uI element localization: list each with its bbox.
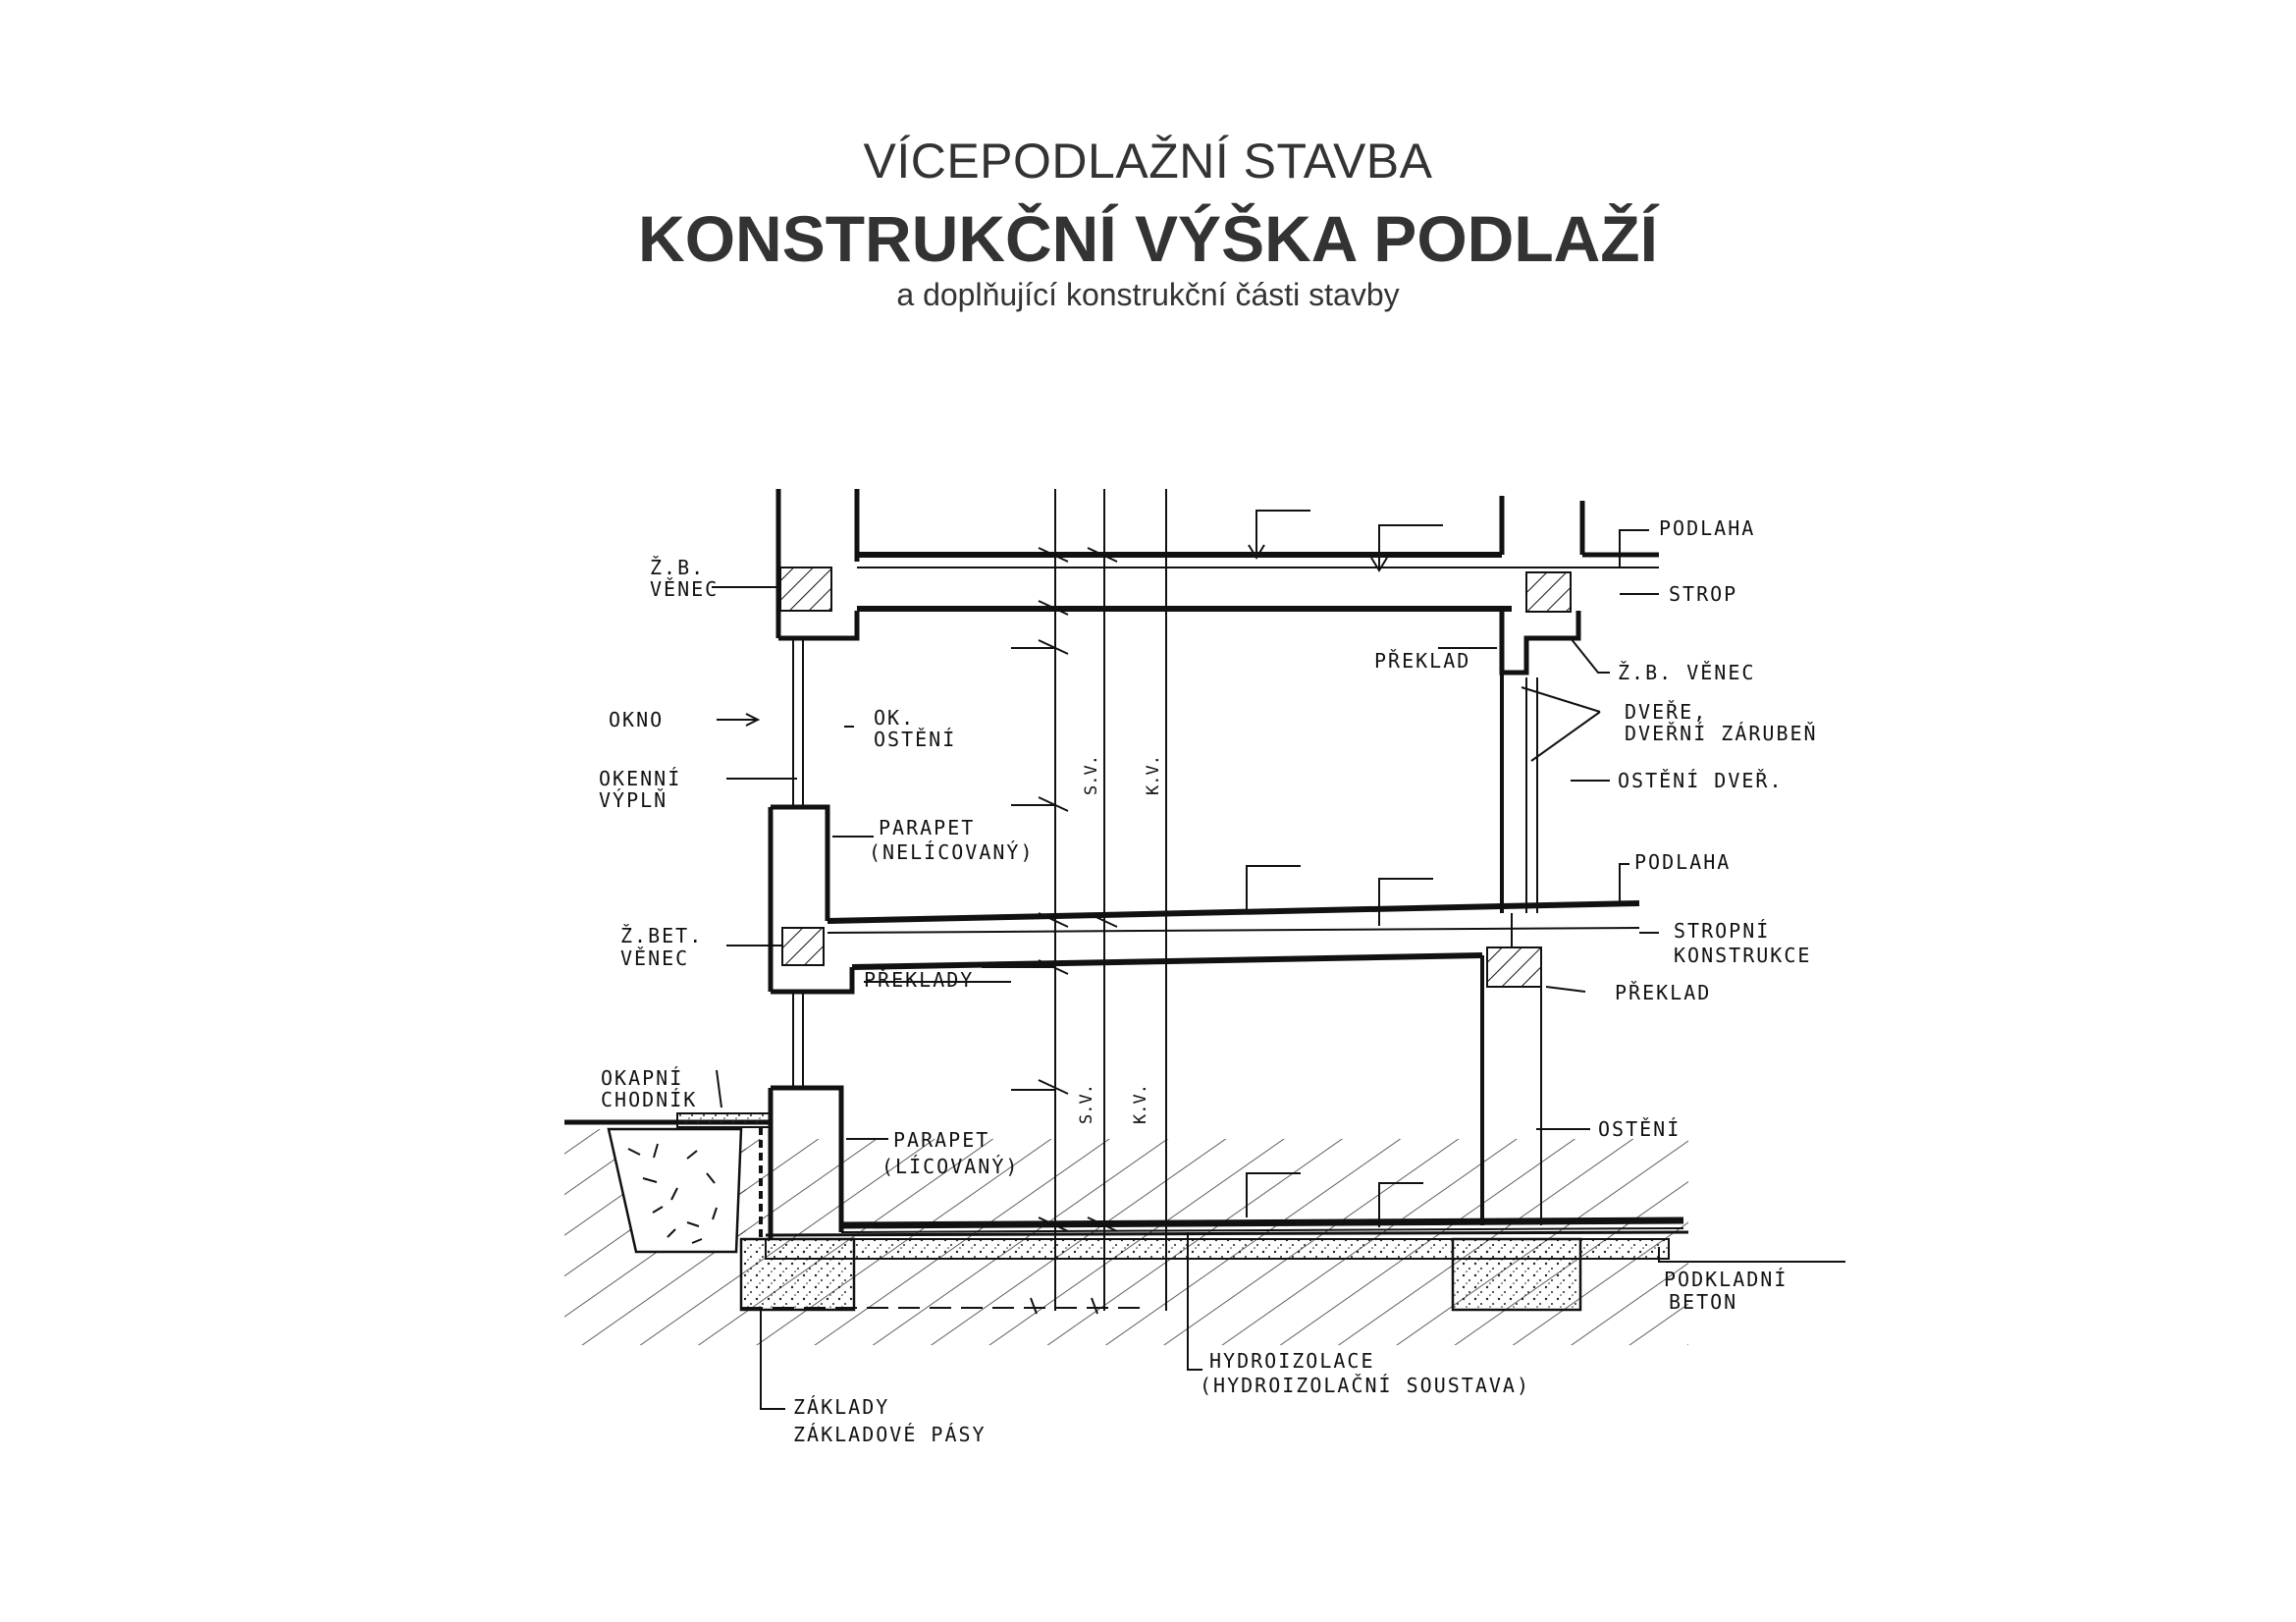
ground-floor-line (840, 1216, 1684, 1229)
label-parapet-upper-1: PARAPET (879, 816, 975, 839)
level-marker-5 (1246, 1172, 1301, 1217)
label-parapet-lower-2: (LÍCOVANÝ) (881, 1155, 1019, 1178)
label-okapni-2: CHODNÍK (601, 1088, 697, 1111)
title-line-1: VÍCEPODLAŽNÍ STAVBA (863, 134, 1433, 189)
title-line-3: a doplňující konstrukční části stavby (896, 277, 1400, 312)
label-podkladni-1: PODKLADNÍ (1664, 1268, 1788, 1291)
label-zbet-venec-1: Ž.BET. (620, 924, 703, 947)
label-ok-osteni-2: OSTĚNÍ (874, 728, 956, 751)
left-wall (759, 489, 860, 1239)
label-zaklady-1: ZÁKLADY (793, 1395, 889, 1419)
label-okapni-1: OKAPNÍ (601, 1066, 683, 1090)
gravel-marks (627, 1143, 718, 1244)
label-parapet-lower-1: PARAPET (893, 1128, 989, 1152)
level-marker-2-arrow (1370, 557, 1388, 572)
label-podlaha-top: PODLAHA (1659, 516, 1755, 540)
parapet-lower (771, 1085, 844, 1232)
label-preklad-lower: PŘEKLAD (1615, 981, 1711, 1004)
ground-floor (840, 1216, 1684, 1233)
label-osteni: OSTĚNÍ (1598, 1117, 1681, 1141)
leader-okno-arrow (745, 713, 761, 727)
leader-podkladni (1658, 1247, 1845, 1263)
leader-zaklady (760, 1311, 785, 1410)
label-hydro-2: (HYDROIZOLAČNÍ SOUSTAVA) (1200, 1374, 1530, 1397)
label-hydro-1: HYDROIZOLACE (1209, 1349, 1375, 1373)
level-marker-1-arrow (1248, 544, 1265, 560)
parapet-upper (771, 804, 830, 921)
label-kv-upper: K.V. (1144, 755, 1163, 795)
level-markers (1246, 510, 1443, 1227)
dimension-ticks (982, 647, 1055, 1091)
level-marker-4 (1378, 878, 1433, 926)
level-marker-3 (1246, 865, 1301, 913)
label-zb-venec-right: Ž.B. VĚNEC (1618, 661, 1755, 684)
preklad-right-upper (1499, 609, 1581, 676)
foundations (739, 1230, 1689, 1315)
label-zb-venec-left-2: VĚNEC (650, 577, 719, 601)
label-preklad-upper: PŘEKLAD (1374, 649, 1470, 673)
label-osteni-dver: OSTĚNÍ DVEŘ. (1618, 769, 1784, 792)
hydro-line (765, 1230, 1689, 1237)
annotations: PODLAHA STROP Ž.B. VĚNEC PŘEKLAD Ž.B. VĚ… (599, 516, 1818, 1446)
okapni-chodnik-slab (676, 1112, 772, 1128)
label-podlaha-mid: PODLAHA (1634, 850, 1731, 874)
leader-hydro (1187, 1232, 1202, 1371)
label-strop: STROP (1669, 582, 1737, 606)
height-lines (982, 489, 1167, 1311)
ground-floor-line-2 (840, 1227, 1684, 1233)
label-kv-lower: K.V. (1131, 1084, 1150, 1124)
upper-window-frame (778, 611, 860, 641)
level-marker-6 (1378, 1182, 1423, 1227)
lower-window-head (771, 967, 855, 995)
level-marker-1 (1255, 510, 1310, 555)
label-dvere-2: DVEŘNÍ ZÁRUBEŇ (1625, 722, 1818, 745)
leader-okapni (716, 1069, 722, 1108)
upper-slab (857, 496, 1659, 913)
leader-preklad-lower (1545, 986, 1586, 993)
podkladni-beton-layer (765, 1238, 1670, 1260)
leader-zb-venec-right (1570, 637, 1610, 674)
leader-dvere (1521, 686, 1601, 762)
label-preklady: PŘEKLADY (864, 968, 974, 992)
gravel-trench (607, 1127, 743, 1254)
label-okenni-vypln-2: VÝPLŇ (599, 788, 667, 812)
level-marker-2 (1378, 524, 1443, 568)
label-parapet-upper-2: (NELÍCOVANÝ) (869, 840, 1035, 864)
foundation-cross-marks (1030, 1297, 1098, 1315)
label-okno: OKNO (609, 708, 664, 731)
title-line-2: KONSTRUKČNÍ VÝŠKA PODLAŽÍ (638, 202, 1658, 275)
label-zb-venec-left-1: Ž.B. (650, 556, 705, 579)
leader-lines (712, 529, 1845, 1410)
label-sv-lower: S.V. (1077, 1084, 1096, 1124)
zb-venec-right-hatch (1525, 571, 1572, 613)
leader-podlaha-mid (1619, 863, 1629, 903)
zb-venec-left-hatch (779, 567, 832, 612)
mid-floor-line-2 (827, 927, 1640, 934)
label-dvere-1: DVEŘE, (1625, 700, 1707, 724)
label-okenni-vypln-1: OKENNÍ (599, 767, 681, 790)
label-stropni-1: STROPNÍ (1674, 919, 1770, 943)
label-stropni-2: KONSTRUKCE (1674, 944, 1811, 967)
leader-podlaha-top (1619, 529, 1649, 568)
label-podkladni-2: BETON (1669, 1290, 1737, 1314)
label-ok-osteni-1: OK. (874, 706, 915, 730)
preklad-right-lower-hatch (1486, 946, 1542, 988)
label-sv-upper: S.V. (1082, 755, 1101, 795)
label-zbet-venec-2: VĚNEC (620, 946, 689, 970)
mid-floor-line (827, 900, 1640, 924)
label-zaklady-2: ZÁKLADOVÉ PÁSY (793, 1423, 987, 1446)
zbet-venec-left-hatch (781, 927, 825, 966)
